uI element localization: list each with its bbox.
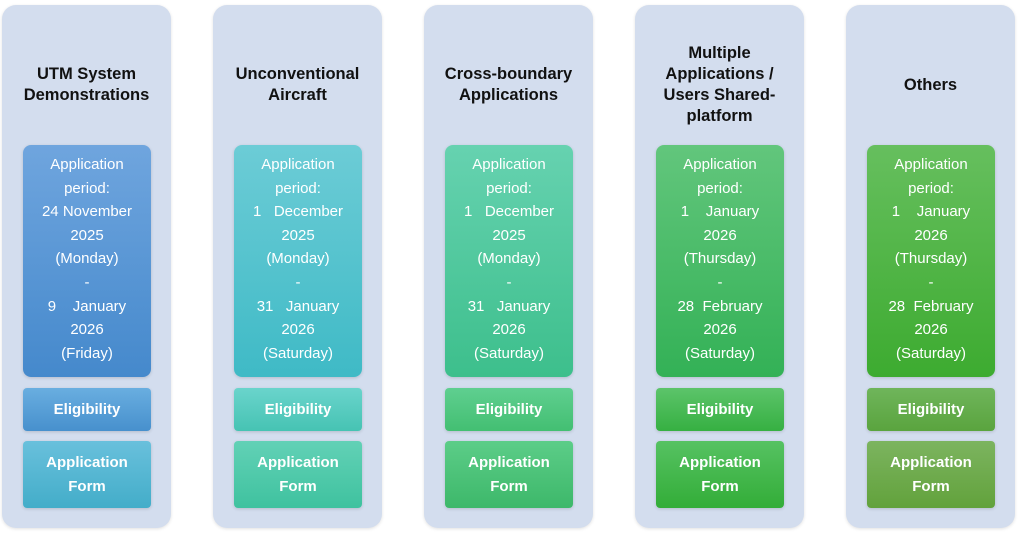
period-line: (Saturday): [895, 344, 967, 362]
application-period-box: Application period: 1 December 2025 (Monday)…: [445, 145, 573, 377]
period-line: Application: [472, 156, 546, 173]
period-line: 2026: [70, 321, 104, 339]
period-line: -: [295, 273, 301, 291]
category-title: Cross-boundary Applications: [444, 65, 573, 104]
application-form-button[interactable]: Application Form: [656, 441, 784, 508]
application-form-label: Application Form: [890, 453, 972, 495]
period-line: (Friday): [61, 344, 113, 362]
application-period-box: Application period: 1 December 2025 (Monday)…: [234, 145, 362, 377]
period-line: period:: [697, 179, 743, 197]
period-line: period:: [275, 179, 321, 197]
category-title: Others: [903, 75, 958, 94]
eligibility-button[interactable]: Eligibility: [23, 388, 151, 431]
application-form-label: Application Form: [46, 453, 128, 495]
period-line: 28 February: [888, 297, 974, 315]
period-line: 1 December: [252, 203, 344, 221]
period-line: Application: [894, 156, 968, 173]
application-period-box: Application period: 1 January 2026 (Thursday…: [656, 145, 784, 377]
application-period-box: Application period: 1 January 2026 (Thursday…: [867, 145, 995, 377]
period-line: 1 December: [463, 203, 555, 221]
period-line: (Thursday): [683, 250, 757, 268]
period-line: -: [84, 273, 90, 291]
period-line: 2026: [703, 226, 737, 244]
application-form-button[interactable]: Application Form: [23, 441, 151, 508]
application-form-button[interactable]: Application Form: [445, 441, 573, 508]
application-period-box: Application period: 24 November 2025 (Monday…: [23, 145, 151, 377]
period-line: (Monday): [55, 250, 119, 268]
period-line: 2025: [281, 226, 315, 244]
eligibility-button[interactable]: Eligibility: [234, 388, 362, 431]
period-line: -: [717, 273, 723, 291]
period-line: Application: [683, 156, 757, 173]
period-line: (Monday): [477, 250, 541, 268]
period-line: -: [506, 273, 512, 291]
period-line: Application: [261, 156, 335, 173]
period-line: (Monday): [266, 250, 330, 268]
period-line: 9 January: [47, 297, 127, 315]
period-line: 2026: [703, 321, 737, 339]
period-line: 31 January: [256, 297, 340, 315]
period-line: Application: [50, 156, 124, 173]
application-form-label: Application Form: [468, 453, 550, 495]
period-line: 2026: [914, 321, 948, 339]
period-line: (Saturday): [473, 344, 545, 362]
period-line: 28 February: [677, 297, 763, 315]
category-title: Multiple Applications / Users Shared-pla…: [663, 44, 776, 125]
period-line: 1 January: [891, 203, 971, 221]
category-card-multiple-applications: Multiple Applications / Users Shared-pla…: [635, 5, 804, 528]
period-line: (Thursday): [894, 250, 968, 268]
period-line: 31 January: [467, 297, 551, 315]
period-line: 1 January: [680, 203, 760, 221]
period-line: period:: [908, 179, 954, 197]
eligibility-button[interactable]: Eligibility: [445, 388, 573, 431]
period-line: 2026: [492, 321, 526, 339]
category-title: UTM System Demonstrations: [23, 65, 150, 104]
period-line: 2026: [914, 226, 948, 244]
period-line: 2025: [70, 226, 104, 244]
period-line: 2025: [492, 226, 526, 244]
category-title: Unconventional Aircraft: [235, 65, 360, 104]
period-line: (Saturday): [262, 344, 334, 362]
eligibility-button[interactable]: Eligibility: [656, 388, 784, 431]
application-form-button[interactable]: Application Form: [867, 441, 995, 508]
period-line: period:: [486, 179, 532, 197]
application-form-button[interactable]: Application Form: [234, 441, 362, 508]
application-form-label: Application Form: [679, 453, 761, 495]
period-line: period:: [64, 179, 110, 197]
period-line: (Saturday): [684, 344, 756, 362]
eligibility-button[interactable]: Eligibility: [867, 388, 995, 431]
period-line: 24 November: [41, 203, 133, 221]
application-form-label: Application Form: [257, 453, 339, 495]
period-line: -: [928, 273, 934, 291]
period-line: 2026: [281, 321, 315, 339]
